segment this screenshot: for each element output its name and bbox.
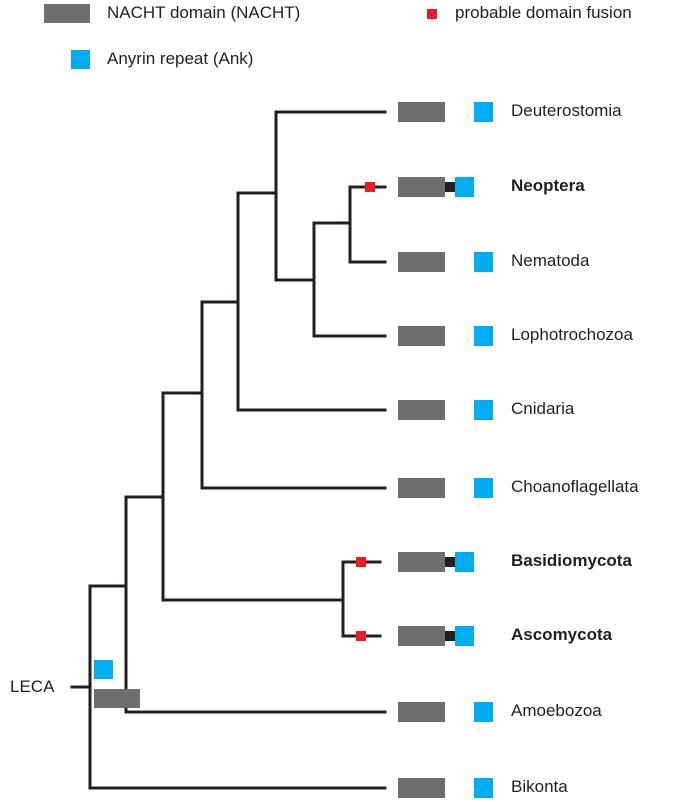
legend-ank-swatch	[71, 50, 90, 69]
taxon-label-basidiomycota: Basidiomycota	[511, 551, 632, 570]
leca-ank-domain	[94, 660, 113, 679]
nacht-domain	[398, 400, 445, 420]
taxon-label-lophotrochozoa: Lophotrochozoa	[511, 325, 633, 344]
ank-domain	[474, 252, 493, 272]
nacht-domain	[398, 102, 445, 122]
fusion-linker	[445, 557, 455, 567]
nacht-domain	[398, 626, 445, 646]
ank-domain	[455, 552, 474, 572]
legend-nacht-swatch	[44, 4, 90, 23]
domain-architectures	[398, 102, 493, 798]
taxon-label-choanoflagellata: Choanoflagellata	[511, 477, 639, 496]
fusion-linker	[445, 182, 455, 192]
ank-domain	[474, 326, 493, 346]
taxon-label-ascomycota: Ascomycota	[511, 625, 613, 644]
nacht-domain	[398, 778, 445, 798]
legend-ank-label: Anyrin repeat (Ank)	[107, 49, 254, 68]
ank-domain	[455, 626, 474, 646]
taxon-label-amoebozoa: Amoebozoa	[511, 701, 602, 720]
ank-domain	[474, 478, 493, 498]
fusion-marker-ascomycota	[356, 631, 366, 641]
leca-nacht-domain	[94, 689, 140, 708]
tree-branches	[70, 110, 387, 790]
nacht-domain	[398, 252, 445, 272]
taxon-label-cnidaria: Cnidaria	[511, 399, 575, 418]
taxon-label-bikonta: Bikonta	[511, 777, 568, 796]
ank-domain	[474, 400, 493, 420]
ank-domain	[474, 102, 493, 122]
legend-nacht-label: NACHT domain (NACHT)	[107, 3, 301, 22]
taxon-label-deuterostomia: Deuterostomia	[511, 101, 622, 120]
ank-domain	[474, 778, 493, 798]
legend-fusion-label: probable domain fusion	[455, 3, 632, 22]
nacht-domain	[398, 552, 445, 572]
fusion-marker-neoptera	[365, 182, 375, 192]
fusion-linker	[445, 631, 455, 641]
nacht-domain	[398, 326, 445, 346]
ank-domain	[455, 177, 474, 197]
legend-fusion-swatch	[427, 9, 437, 19]
nacht-domain	[398, 177, 445, 197]
taxon-label-nematoda: Nematoda	[511, 251, 590, 270]
root-label-leca: LECA	[10, 677, 55, 696]
nacht-domain	[398, 702, 445, 722]
fusion-marker-basidiomycota	[356, 557, 366, 567]
nacht-domain	[398, 478, 445, 498]
ank-domain	[474, 702, 493, 722]
taxon-label-neoptera: Neoptera	[511, 176, 585, 195]
